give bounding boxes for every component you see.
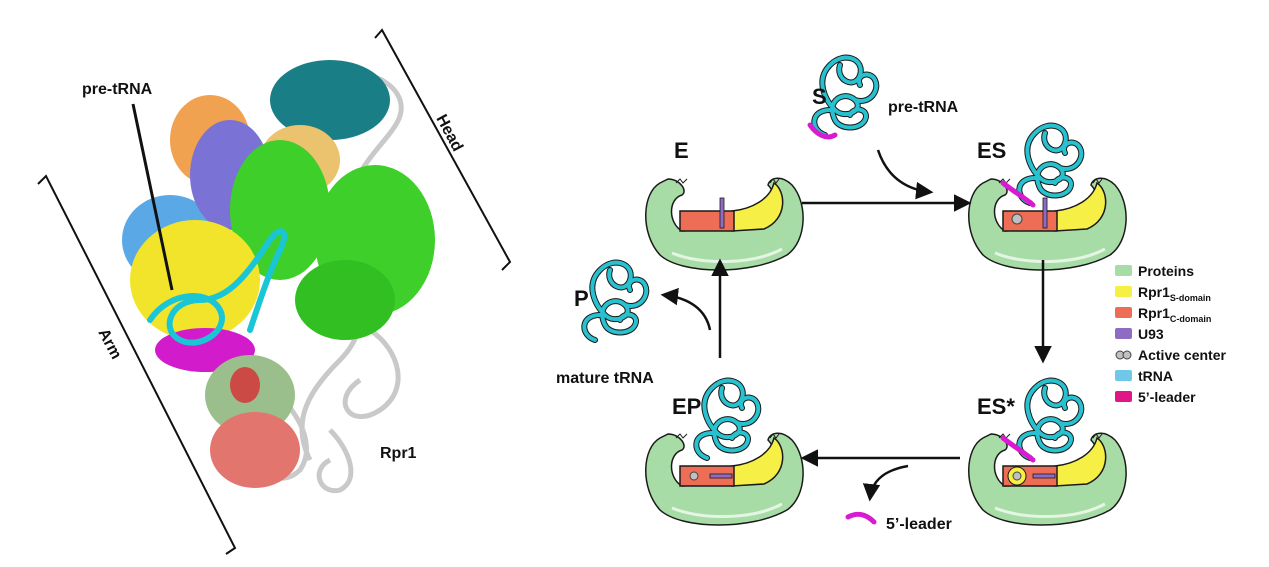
arrow-product-release [660,287,712,331]
label-pre-trna-structure: pre-tRNA [82,81,153,98]
protein-green-a [230,140,330,280]
label-state-s: S [812,84,827,109]
protein-green-c [295,260,395,340]
label-state-es-star: ES* [977,394,1015,419]
label-5-leader-cycle: 5’-leader [886,516,952,533]
label-mature-trna: mature tRNA [556,370,654,387]
label-pre-trna-cycle: pre-tRNA [888,99,959,116]
free-5-leader [845,511,877,525]
state-ep [644,381,805,527]
svg-text:Rpr1C-domain: Rpr1C-domain [1138,305,1211,324]
svg-text:tRNA: tRNA [1138,368,1173,384]
arrow-substrate-binding [876,149,934,200]
legend-item-u93: U93 [1115,326,1164,342]
legend-item-leader: 5’-leader [1115,389,1196,405]
pre-trna-tube [147,228,288,346]
structure-panel: pre-tRNA Head Arm Rpr1 [37,28,512,555]
cycle-arrows [660,149,1052,502]
legend: Proteins Rpr1S-domain Rpr1C-domain U93 A… [1115,263,1226,405]
legend-item-active-center: Active center [1115,347,1226,363]
label-head: Head [432,112,465,155]
substrate-pre-trna [807,58,876,140]
svg-text:Proteins: Proteins [1138,263,1194,279]
arrow-leader-release [862,464,909,502]
product-mature-trna [584,263,646,340]
head-bracket [374,28,512,271]
label-state-es: ES [977,138,1006,163]
label-state-e: E [674,138,689,163]
svg-text:U93: U93 [1138,326,1164,342]
cycle-panel: E ES ES* EP [556,58,1128,533]
label-rpr1: Rpr1 [380,445,417,462]
state-es-star [967,381,1128,527]
protein-red-small [230,367,260,403]
state-es [967,126,1128,272]
state-e [644,176,805,272]
protein-salmon [210,412,300,488]
arm-bracket [37,174,237,555]
svg-text:Active center: Active center [1138,347,1226,363]
svg-text:5’-leader: 5’-leader [1138,389,1196,405]
legend-item-proteins: Proteins [1115,263,1194,279]
svg-text:Rpr1S-domain: Rpr1S-domain [1138,284,1211,303]
legend-item-rpr1-c: Rpr1C-domain [1115,305,1211,324]
label-state-ep: EP [672,394,701,419]
label-arm: Arm [94,326,124,362]
pointer-line [131,103,174,291]
legend-item-rpr1-s: Rpr1S-domain [1115,284,1211,303]
legend-item-trna: tRNA [1115,368,1173,384]
protein-teal [270,60,390,140]
label-state-p: P [574,286,589,311]
